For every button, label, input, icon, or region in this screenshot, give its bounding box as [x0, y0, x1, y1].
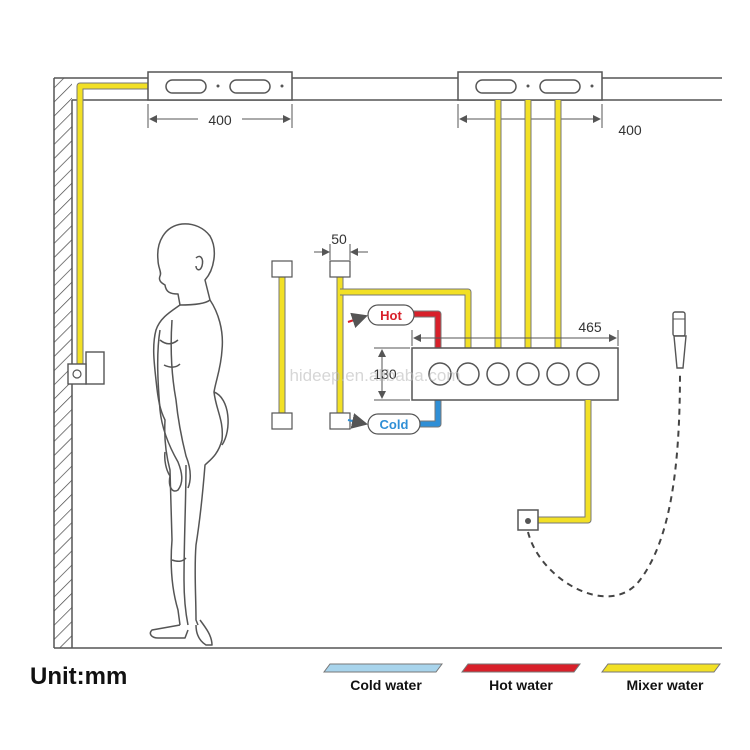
legend: Cold water Hot water Mixer water [323, 663, 721, 693]
hot-label: Hot [380, 308, 402, 323]
wall-mount-outlet [67, 351, 105, 385]
mixer-valve-panel [411, 347, 619, 401]
right-rain-panel [457, 71, 603, 101]
mixer-height-dimension: 130 [373, 347, 410, 401]
valve-knob [546, 362, 570, 386]
human-figure [149, 223, 229, 646]
hand-shower-pipe [517, 400, 592, 531]
mixer-height-label: 130 [373, 366, 397, 382]
cold-label: Cold [380, 417, 409, 432]
hand-shower [672, 311, 687, 369]
valve-knob [486, 362, 510, 386]
jet-spacing-dimension: 50 [314, 231, 368, 260]
left-mixer-pipe [76, 82, 150, 368]
left-width-dimension: 400 [147, 104, 293, 128]
body-jet [329, 412, 351, 430]
hot-supply: Hot [347, 304, 442, 348]
legend-item-cold: Cold water [323, 663, 443, 693]
body-jets [271, 260, 351, 430]
valve-knob [456, 362, 480, 386]
legend-item-mixer: Mixer water [601, 663, 721, 693]
wall-structure [53, 77, 722, 649]
legend-item-hot: Hot water [461, 663, 581, 693]
jet-spacing-label: 50 [331, 231, 347, 247]
body-jet [271, 260, 293, 278]
unit-label: Unit:mm [30, 663, 127, 690]
body-jet [271, 412, 293, 430]
wall-hatching [54, 78, 72, 648]
valve-knob [516, 362, 540, 386]
legend-label-cold: Cold water [350, 677, 422, 693]
shower-hose [527, 371, 681, 598]
mixer-width-label: 465 [578, 319, 602, 335]
left-width-label: 400 [208, 112, 232, 128]
legend-label-hot: Hot water [489, 677, 553, 693]
valve-knob [428, 362, 452, 386]
body-jet-frame [278, 276, 472, 414]
mixer-width-dimension: 465 [411, 319, 619, 346]
right-width-dimension: 400 [457, 104, 642, 138]
valve-knob [576, 362, 600, 386]
watermark: hideep.en.alibaba.com [289, 366, 460, 385]
right-width-label: 400 [618, 122, 642, 138]
body-jet [329, 260, 351, 278]
cold-supply: Cold [347, 398, 442, 435]
left-rain-panel [147, 71, 293, 101]
vertical-mixer-pipes [494, 100, 562, 348]
legend-label-mixer: Mixer water [626, 677, 704, 693]
